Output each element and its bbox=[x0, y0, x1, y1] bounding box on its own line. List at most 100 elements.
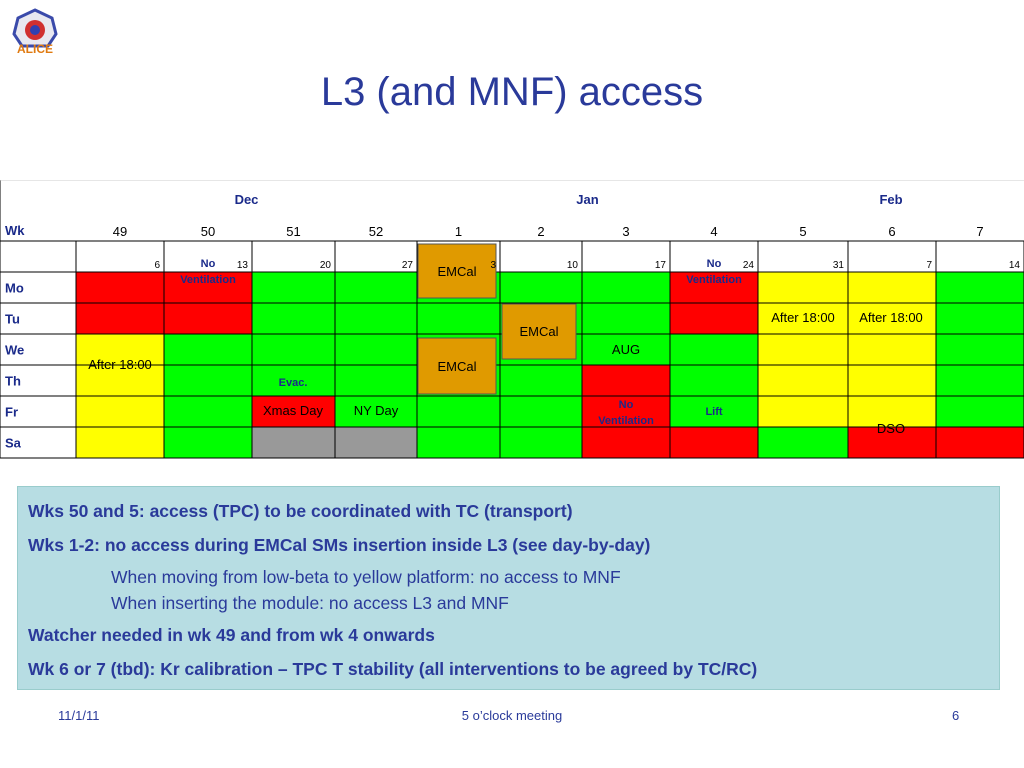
schedule-cell bbox=[848, 427, 936, 458]
day-label: Su bbox=[5, 180, 22, 183]
schedule-cell bbox=[76, 272, 164, 303]
month-label: Jan bbox=[576, 192, 598, 207]
after18-label-wk6: After 18:00 bbox=[859, 310, 923, 325]
after18-label-wk49: After 18:00 bbox=[88, 357, 152, 372]
week-number: 2 bbox=[537, 224, 544, 239]
schedule-cell bbox=[500, 272, 582, 303]
no-label-wk4: No bbox=[707, 258, 722, 270]
note-line-3: Watcher needed in wk 49 and from wk 4 on… bbox=[28, 625, 435, 645]
lift-label: Lift bbox=[705, 406, 722, 418]
note-subline-1: When moving from low-beta to yellow plat… bbox=[111, 567, 621, 587]
schedule-cell bbox=[417, 427, 500, 458]
emcal-label-2: EMCal bbox=[519, 324, 558, 339]
after18-block-wk6 bbox=[849, 273, 935, 426]
day-label: Th bbox=[5, 374, 21, 389]
after18-block-wk5 bbox=[759, 273, 847, 426]
schedule-cell bbox=[335, 334, 417, 365]
notes-box: Wks 50 and 5: access (TPC) to be coordin… bbox=[17, 486, 1000, 690]
schedule-cell bbox=[670, 396, 758, 427]
schedule-cell bbox=[164, 396, 252, 427]
date-label: 31 bbox=[833, 260, 845, 271]
schedule-cell bbox=[936, 396, 1024, 427]
schedule-cell bbox=[417, 303, 500, 334]
date-label: 20 bbox=[320, 260, 332, 271]
schedule-cell bbox=[936, 365, 1024, 396]
note-line-4: Wk 6 or 7 (tbd): Kr calibration – TPC T … bbox=[28, 659, 758, 679]
date-label: 6 bbox=[154, 260, 160, 271]
aug-label: AUG bbox=[612, 342, 640, 357]
schedule-cell bbox=[936, 272, 1024, 303]
footer-title: 5 o’clock meeting bbox=[461, 708, 563, 723]
footer-date: 11/1/11 bbox=[58, 708, 100, 723]
date-label: 7 bbox=[926, 260, 932, 271]
schedule-cell bbox=[252, 272, 335, 303]
week-number: 5 bbox=[799, 224, 806, 239]
note-subline-2: When inserting the module: no access L3 … bbox=[111, 593, 509, 613]
schedule-cell bbox=[582, 303, 670, 334]
dso-label: DSO bbox=[877, 421, 905, 436]
month-label: Feb bbox=[879, 192, 902, 207]
page-title: L3 (and MNF) access bbox=[320, 70, 704, 114]
schedule-cell bbox=[164, 427, 252, 458]
week-number: 6 bbox=[888, 224, 895, 239]
evac-label: Evac. bbox=[279, 377, 308, 389]
ny-day-label: NY Day bbox=[354, 403, 399, 418]
day-label: Fr bbox=[5, 405, 18, 420]
emcal-label-1: EMCal bbox=[437, 264, 476, 279]
date-label: 3 bbox=[490, 260, 496, 271]
schedule-cell bbox=[335, 427, 417, 458]
emcal-block bbox=[417, 337, 497, 395]
schedule-cell bbox=[417, 396, 500, 427]
date-label: 10 bbox=[567, 260, 579, 271]
week-number: 49 bbox=[113, 224, 127, 239]
schedule-cell bbox=[582, 427, 670, 458]
schedule-cell bbox=[252, 334, 335, 365]
schedule-cell bbox=[500, 365, 582, 396]
schedule-cell bbox=[164, 334, 252, 365]
schedule-cell bbox=[335, 365, 417, 396]
schedule-cell bbox=[582, 334, 670, 365]
schedule-cell bbox=[670, 365, 758, 396]
schedule-cell bbox=[758, 427, 848, 458]
alice-logo-icon bbox=[12, 8, 58, 48]
day-label: Mo bbox=[5, 281, 24, 296]
schedule-cell bbox=[582, 396, 670, 427]
week-number: 7 bbox=[976, 224, 983, 239]
ventilation-label-wk3: Ventilation bbox=[598, 415, 654, 427]
emcal-block bbox=[501, 303, 577, 360]
schedule-cell bbox=[582, 272, 670, 303]
date-label: 27 bbox=[402, 260, 414, 271]
schedule-cell bbox=[500, 427, 582, 458]
schedule-cell bbox=[335, 396, 417, 427]
month-label: Dec bbox=[235, 192, 259, 207]
emcal-label-3: EMCal bbox=[437, 359, 476, 374]
week-number: 4 bbox=[710, 224, 717, 239]
emcal-block bbox=[417, 243, 497, 299]
footer-page-number: 6 bbox=[952, 708, 960, 723]
lift-cell bbox=[670, 428, 758, 457]
schedule-cell bbox=[252, 365, 335, 396]
no-label-wk50: No bbox=[201, 258, 216, 270]
schedule-cell bbox=[252, 427, 335, 458]
schedule-cell bbox=[936, 303, 1024, 334]
schedule-cell bbox=[335, 303, 417, 334]
schedule-cell bbox=[670, 334, 758, 365]
week-row-label: Wk bbox=[5, 223, 25, 238]
schedule-cell bbox=[164, 272, 252, 303]
week-number: 50 bbox=[201, 224, 215, 239]
schedule-cell bbox=[670, 272, 758, 303]
schedule-cell bbox=[335, 272, 417, 303]
week-number: 51 bbox=[286, 224, 300, 239]
merged-cell-border bbox=[847, 271, 937, 428]
schedule-cell bbox=[500, 396, 582, 427]
day-label: We bbox=[5, 343, 24, 358]
note-line-1: Wks 50 and 5: access (TPC) to be coordin… bbox=[28, 501, 573, 521]
date-label: 24 bbox=[743, 260, 755, 271]
xmas-label: Xmas Day bbox=[263, 403, 323, 418]
schedule-table: DecJanFebWk495051521234567MoTuWeThFrSaSu… bbox=[0, 180, 1024, 459]
note-line-2: Wks 1-2: no access during EMCal SMs inse… bbox=[28, 535, 651, 555]
schedule-cell bbox=[582, 365, 670, 396]
week-number: 1 bbox=[455, 224, 462, 239]
schedule-cell bbox=[76, 303, 164, 334]
schedule-cell bbox=[252, 303, 335, 334]
